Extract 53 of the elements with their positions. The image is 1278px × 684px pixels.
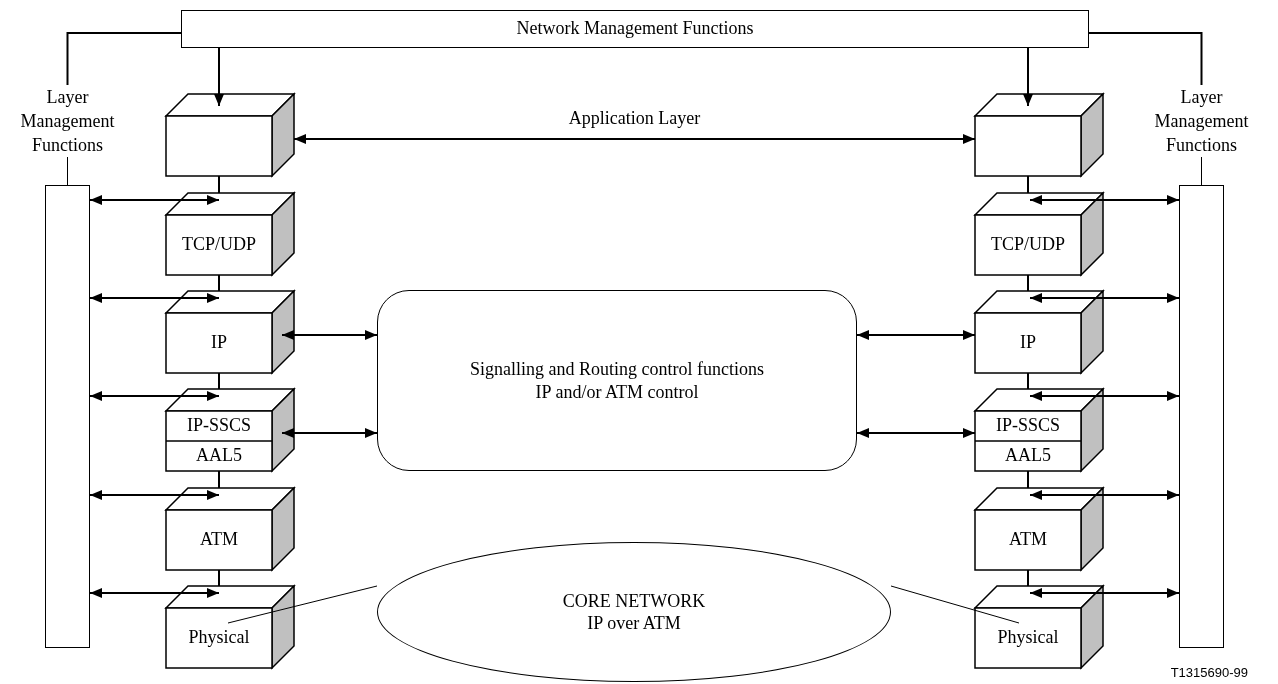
- connector-line: [218, 372, 220, 390]
- arrow: [293, 134, 976, 144]
- connector-line: [1027, 274, 1029, 292]
- layer-label: AAL5: [196, 445, 242, 467]
- arrow: [1023, 47, 1033, 107]
- layer-label: AAL5: [1005, 445, 1051, 467]
- connector-line: [218, 470, 220, 489]
- function-heading: Layer Management Functions: [19, 86, 116, 157]
- arrow: [1029, 195, 1180, 205]
- layer-label: ATM: [1009, 529, 1047, 551]
- arrow: [856, 330, 976, 340]
- ellipse-label: IP over ATM: [587, 612, 681, 635]
- connector-line: [1027, 372, 1029, 390]
- layer-label: Physical: [188, 627, 250, 649]
- connector-line: [1088, 32, 1203, 86]
- layer-label: TCP/UDP: [182, 234, 256, 256]
- figure-code: T1315690-99: [1170, 665, 1248, 680]
- arrow: [281, 428, 378, 438]
- connector-line: [1027, 470, 1029, 489]
- arrow: [89, 588, 220, 598]
- connector-line: [1027, 175, 1029, 194]
- layer-label: Physical: [997, 627, 1059, 649]
- arrow: [1029, 588, 1180, 598]
- connector-line: [66, 32, 182, 86]
- layer-label: IP-SSCS: [186, 415, 251, 437]
- connector-line: [218, 175, 220, 194]
- arrow: [1029, 293, 1180, 303]
- arrow: [89, 195, 220, 205]
- rounded-box: [377, 290, 857, 471]
- arrow: [89, 293, 220, 303]
- arrow: [1029, 490, 1180, 500]
- connector-line: [218, 569, 220, 587]
- layer-label: IP-SSCS: [995, 415, 1060, 437]
- box-label: Signalling and Routing control functions: [470, 358, 764, 381]
- layer-label: ATM: [200, 529, 238, 551]
- connector-line: [1027, 569, 1029, 587]
- ellipse-label: CORE NETWORK: [562, 589, 706, 612]
- layer-label: IP: [1020, 332, 1036, 354]
- connector-line: [218, 274, 220, 292]
- connector-line: [890, 585, 1020, 624]
- layer-label: TCP/UDP: [991, 234, 1065, 256]
- arrow: [281, 330, 378, 340]
- arrow: [89, 391, 220, 401]
- arrow: [89, 490, 220, 500]
- connector-line: [227, 585, 378, 624]
- box-label: IP and/or ATM control: [535, 380, 699, 403]
- arrow: [214, 47, 224, 107]
- arrow: [1029, 391, 1180, 401]
- arrow: [856, 428, 976, 438]
- layer-label: IP: [211, 332, 227, 354]
- box-label: Network Management Functions: [516, 18, 754, 40]
- function-box: [181, 10, 1089, 48]
- function-heading: Layer Management Functions: [1153, 86, 1250, 157]
